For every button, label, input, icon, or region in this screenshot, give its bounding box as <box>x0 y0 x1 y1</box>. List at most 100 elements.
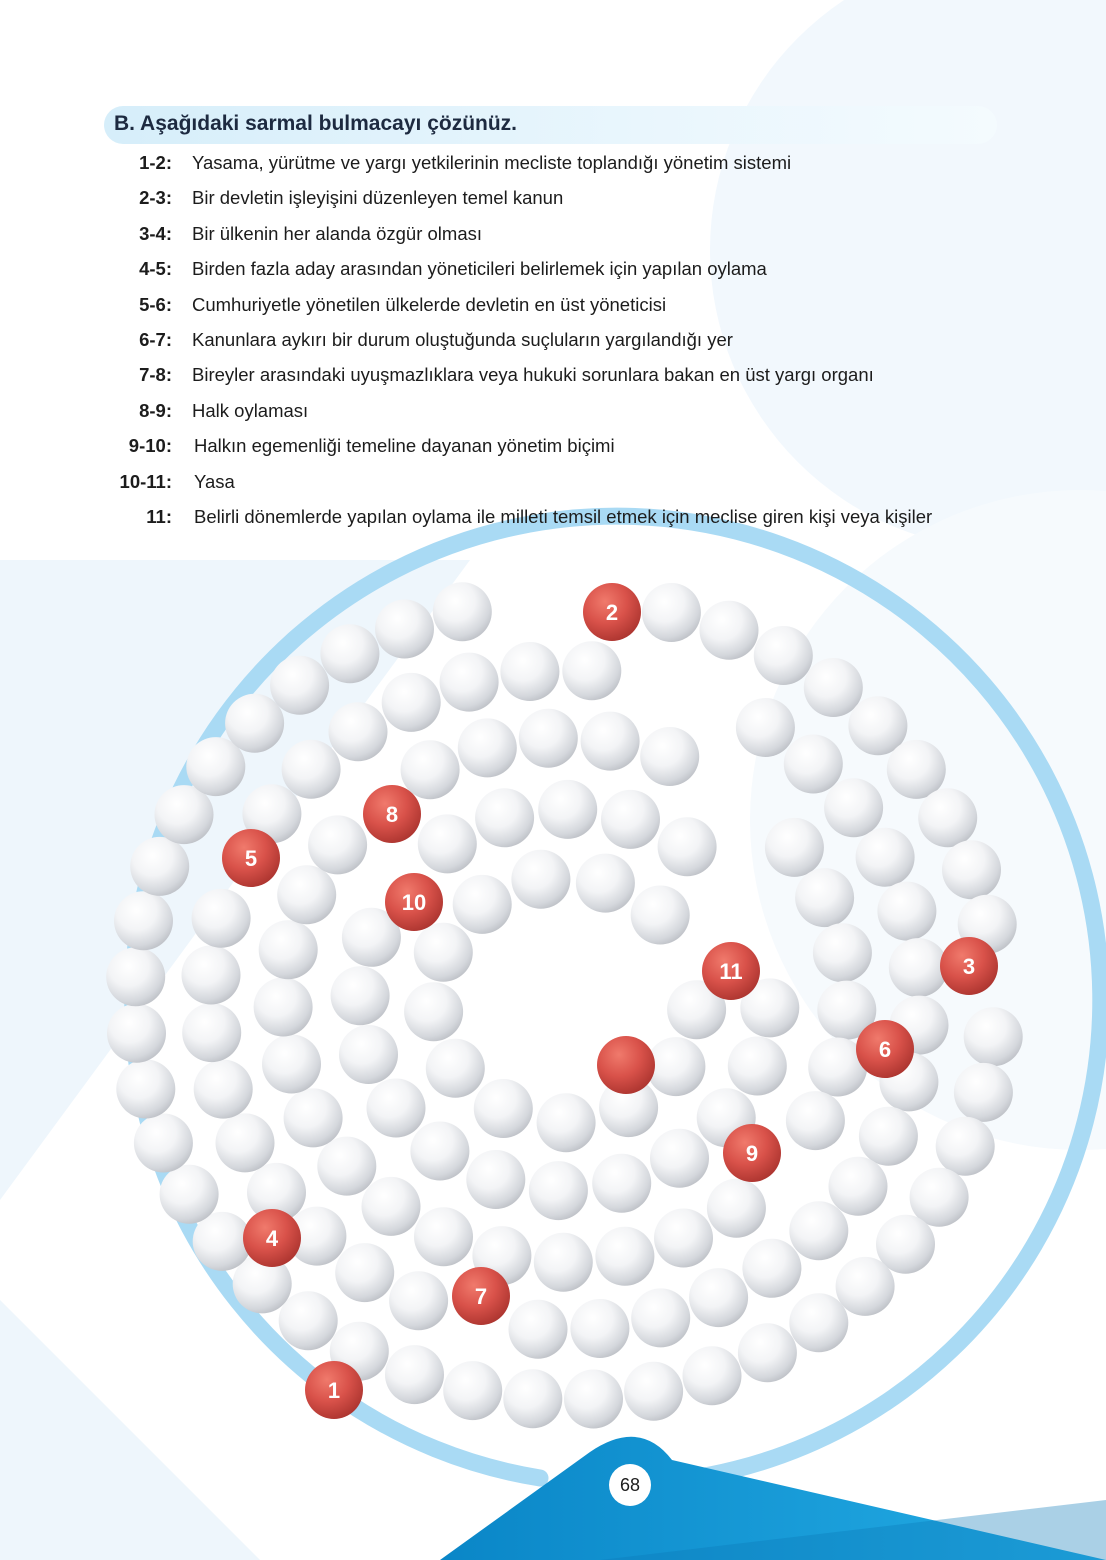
puzzle-sphere[interactable] <box>667 980 727 1040</box>
puzzle-sphere[interactable] <box>564 1369 623 1429</box>
puzzle-sphere[interactable] <box>410 1121 470 1181</box>
puzzle-sphere[interactable] <box>473 1079 533 1138</box>
marker-9[interactable]: 9 <box>723 1124 781 1182</box>
puzzle-sphere[interactable] <box>191 888 251 948</box>
puzzle-sphere[interactable] <box>528 1161 588 1221</box>
marker-2[interactable]: 2 <box>583 583 641 641</box>
puzzle-sphere[interactable] <box>320 624 380 684</box>
puzzle-sphere[interactable] <box>742 1238 802 1298</box>
puzzle-sphere[interactable] <box>580 711 640 771</box>
puzzle-sphere[interactable] <box>935 1116 995 1176</box>
puzzle-sphere[interactable] <box>366 1078 426 1138</box>
puzzle-sphere[interactable] <box>375 599 434 659</box>
puzzle-sphere[interactable] <box>413 922 473 982</box>
puzzle-sphere[interactable] <box>785 1091 845 1151</box>
puzzle-sphere[interactable] <box>570 1299 630 1358</box>
puzzle-sphere[interactable] <box>339 1025 398 1084</box>
puzzle-sphere[interactable] <box>258 920 318 980</box>
marker-6[interactable]: 6 <box>856 1020 914 1078</box>
puzzle-sphere[interactable] <box>835 1256 895 1316</box>
puzzle-sphere[interactable] <box>232 1254 292 1314</box>
puzzle-sphere[interactable] <box>654 1208 713 1268</box>
puzzle-sphere[interactable] <box>737 1323 797 1383</box>
puzzle-sphere[interactable] <box>876 1214 935 1274</box>
marker-10[interactable]: 10 <box>385 873 443 931</box>
puzzle-sphere[interactable] <box>253 977 313 1037</box>
puzzle-sphere[interactable] <box>942 840 1001 900</box>
puzzle-sphere[interactable] <box>536 1093 596 1153</box>
puzzle-sphere[interactable] <box>432 582 492 642</box>
puzzle-sphere[interactable] <box>159 1164 219 1224</box>
puzzle-sphere[interactable] <box>953 1062 1013 1122</box>
puzzle-sphere[interactable] <box>443 1361 503 1421</box>
puzzle-sphere[interactable] <box>909 1167 969 1227</box>
marker-3[interactable]: 3 <box>940 937 998 995</box>
puzzle-sphere[interactable] <box>727 1036 787 1096</box>
puzzle-sphere[interactable] <box>277 865 337 925</box>
puzzle-sphere[interactable] <box>262 1034 321 1094</box>
puzzle-sphere[interactable] <box>181 945 241 1005</box>
puzzle-sphere[interactable] <box>215 1113 275 1173</box>
puzzle-sphere[interactable] <box>341 907 401 967</box>
puzzle-sphere[interactable] <box>242 784 302 844</box>
puzzle-sphere[interactable] <box>283 1088 343 1148</box>
puzzle-sphere[interactable] <box>466 1150 526 1209</box>
puzzle-sphere[interactable] <box>192 1211 252 1271</box>
puzzle-sphere[interactable] <box>764 817 824 877</box>
puzzle-sphere[interactable] <box>595 1226 655 1286</box>
puzzle-sphere[interactable] <box>630 885 690 945</box>
puzzle-sphere[interactable] <box>789 1201 849 1261</box>
puzzle-sphere[interactable] <box>518 708 578 768</box>
puzzle-sphere[interactable] <box>425 1038 485 1098</box>
puzzle-sphere[interactable] <box>789 1293 849 1353</box>
puzzle-sphere[interactable] <box>439 652 499 712</box>
puzzle-sphere[interactable] <box>640 727 700 786</box>
puzzle-sphere[interactable] <box>562 641 622 701</box>
puzzle-sphere[interactable] <box>918 788 978 848</box>
puzzle-sphere[interactable] <box>328 702 388 762</box>
puzzle-sphere[interactable] <box>795 868 855 928</box>
puzzle-sphere[interactable] <box>287 1206 347 1266</box>
puzzle-sphere[interactable] <box>475 788 535 848</box>
puzzle-sphere[interactable] <box>699 600 759 660</box>
puzzle-sphere[interactable] <box>130 836 190 896</box>
puzzle-sphere[interactable] <box>116 1059 176 1119</box>
puzzle-sphere[interactable] <box>817 980 877 1040</box>
puzzle-sphere[interactable] <box>511 849 571 909</box>
puzzle-sphere[interactable] <box>624 1361 684 1421</box>
puzzle-sphere[interactable] <box>452 874 512 934</box>
puzzle-sphere[interactable] <box>828 1156 888 1216</box>
puzzle-sphere[interactable] <box>114 891 173 951</box>
puzzle-sphere[interactable] <box>575 853 635 913</box>
puzzle-sphere[interactable] <box>186 737 246 797</box>
puzzle-sphere[interactable] <box>808 1037 868 1097</box>
puzzle-sphere[interactable] <box>631 1288 691 1348</box>
puzzle-sphere[interactable] <box>599 1078 659 1138</box>
puzzle-sphere[interactable] <box>538 779 598 839</box>
puzzle-sphere[interactable] <box>682 1346 742 1406</box>
puzzle-sphere[interactable] <box>335 1243 395 1303</box>
puzzle-sphere[interactable] <box>247 1162 306 1222</box>
puzzle-sphere[interactable] <box>400 740 460 800</box>
puzzle-sphere[interactable] <box>601 789 660 849</box>
puzzle-sphere[interactable] <box>457 718 517 778</box>
puzzle-sphere[interactable] <box>803 658 863 717</box>
puzzle-sphere[interactable] <box>812 923 872 983</box>
puzzle-sphere[interactable] <box>641 583 701 642</box>
puzzle-sphere[interactable] <box>278 1291 338 1351</box>
puzzle-sphere[interactable] <box>783 734 843 794</box>
puzzle-sphere[interactable] <box>650 1128 709 1188</box>
puzzle-sphere[interactable] <box>753 626 813 685</box>
puzzle-sphere[interactable] <box>417 814 477 874</box>
puzzle-sphere[interactable] <box>657 817 717 877</box>
puzzle-sphere[interactable] <box>503 1369 563 1429</box>
puzzle-sphere[interactable] <box>381 672 441 732</box>
marker-5[interactable]: 5 <box>222 829 280 887</box>
marker-1[interactable]: 1 <box>305 1361 363 1419</box>
puzzle-sphere[interactable] <box>508 1299 568 1359</box>
puzzle-sphere[interactable] <box>824 778 884 838</box>
puzzle-sphere[interactable] <box>330 966 390 1026</box>
puzzle-sphere[interactable] <box>858 1106 918 1166</box>
puzzle-sphere[interactable] <box>855 827 915 887</box>
puzzle-sphere[interactable] <box>154 785 214 845</box>
